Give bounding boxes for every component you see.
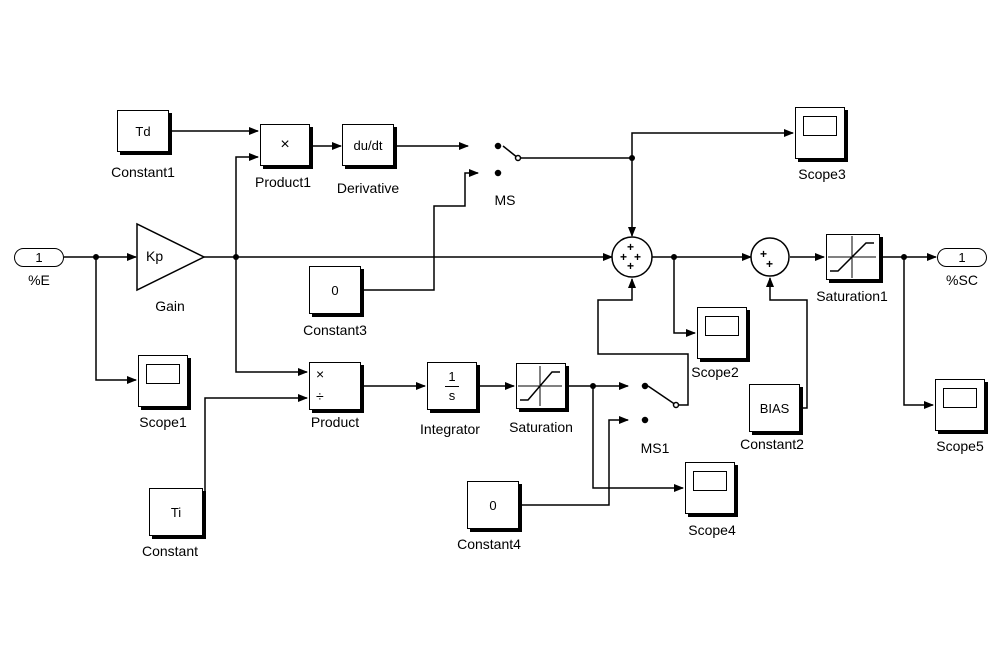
inport-1[interactable]: 1 — [14, 248, 64, 267]
wire-ms-scope3 — [631, 129, 794, 158]
gain-triangle — [136, 222, 206, 292]
product-block[interactable]: × ÷ — [309, 362, 361, 410]
scope4-label: Scope4 — [688, 522, 736, 538]
product1-block[interactable]: × — [260, 124, 310, 166]
sum1-circle — [611, 236, 653, 278]
product1-label: Product1 — [254, 174, 312, 190]
constant1-value: Td — [135, 123, 151, 139]
wire-in-scope1 — [95, 257, 137, 384]
sum2-sign-left: + — [760, 247, 768, 261]
constant4-value: 0 — [489, 497, 497, 513]
product-label: Product — [310, 414, 360, 430]
sum2-circle — [750, 237, 790, 277]
outport-number: 1 — [958, 250, 966, 265]
sum1-sign-bottom: + — [627, 259, 635, 273]
derivative-label: Derivative — [336, 180, 400, 196]
constant1-label: Constant1 — [111, 164, 175, 180]
scope5-screen-icon — [943, 388, 977, 408]
constant3-label: Constant3 — [303, 322, 367, 338]
constant4-label: Constant4 — [457, 536, 521, 552]
scope2-label: Scope2 — [691, 364, 739, 380]
wire-constant3-ms — [361, 169, 479, 291]
scope1-block[interactable] — [138, 355, 188, 407]
constant2-label: Constant2 — [740, 436, 804, 452]
scope2-screen-icon — [705, 316, 739, 336]
constant-ti-label: Constant — [141, 543, 199, 559]
gain-value: Kp — [146, 248, 164, 264]
constant1-block[interactable]: Td — [117, 110, 169, 152]
integrator-label: Integrator — [420, 421, 480, 437]
integrator-fraction-bar — [445, 385, 459, 387]
constant4-block[interactable]: 0 — [467, 481, 519, 529]
constant-ti-block[interactable]: Ti — [149, 488, 203, 536]
product-mul-symbol: × — [316, 366, 325, 382]
wire-bias-sum2 — [766, 277, 808, 409]
outport-label: %SC — [946, 272, 978, 288]
constant2-block[interactable]: BIAS — [749, 384, 800, 432]
wire-saturation-scope4 — [592, 386, 684, 492]
wire-sum1-scope2 — [673, 257, 696, 337]
scope3-block[interactable] — [795, 107, 845, 159]
wire-gain-product — [235, 257, 308, 376]
constant3-value: 0 — [331, 282, 339, 298]
ms-label: MS — [494, 192, 516, 208]
scope3-screen-icon — [803, 116, 837, 136]
scope5-label: Scope5 — [936, 438, 984, 454]
derivative-value: du/dt — [353, 137, 383, 153]
scope1-screen-icon — [146, 364, 180, 384]
derivative-block[interactable]: du/dt — [342, 124, 394, 166]
product1-symbol: × — [280, 136, 290, 153]
integrator-denominator: s — [448, 387, 456, 403]
product-div-symbol: ÷ — [316, 388, 324, 404]
integrator-block[interactable]: 1 s — [427, 362, 477, 410]
wire-ti-product — [204, 394, 308, 512]
ms1-switch-icon — [641, 382, 680, 424]
scope2-block[interactable] — [697, 307, 747, 359]
scope4-block[interactable] — [685, 462, 735, 514]
wire-constant4-ms1 — [519, 416, 629, 506]
inport-number: 1 — [35, 250, 43, 265]
constant3-block[interactable]: 0 — [309, 266, 361, 314]
wire-ms-sum1 — [518, 157, 636, 237]
saturation1-label: Saturation1 — [816, 288, 888, 304]
scope4-screen-icon — [693, 471, 727, 491]
wire-gain-product1 — [235, 153, 259, 257]
integrator-numerator: 1 — [448, 368, 456, 384]
ms1-label: MS1 — [640, 440, 670, 456]
ms-switch-icon — [494, 142, 522, 177]
saturation1-graphic — [828, 236, 876, 278]
outport-1[interactable]: 1 — [937, 248, 987, 267]
scope3-label: Scope3 — [798, 166, 846, 182]
wire-saturation1-scope5 — [903, 257, 934, 409]
sum1-sign-top: + — [627, 240, 635, 254]
scope1-label: Scope1 — [139, 414, 187, 430]
sum2-sign-bottom: + — [766, 257, 774, 271]
sum1-sign-right: + — [634, 250, 642, 264]
scope5-block[interactable] — [935, 379, 985, 431]
saturation1-block[interactable] — [826, 234, 880, 280]
wire-ms1-sum1 — [597, 278, 689, 406]
saturation-label: Saturation — [509, 419, 573, 435]
gain-label: Gain — [155, 298, 185, 314]
saturation-graphic — [518, 366, 562, 406]
saturation-block[interactable] — [516, 363, 566, 409]
constant2-value: BIAS — [759, 400, 790, 416]
inport-label: %E — [28, 272, 50, 288]
constant-ti-value: Ti — [170, 504, 182, 520]
sum1-sign-left: + — [620, 250, 628, 264]
